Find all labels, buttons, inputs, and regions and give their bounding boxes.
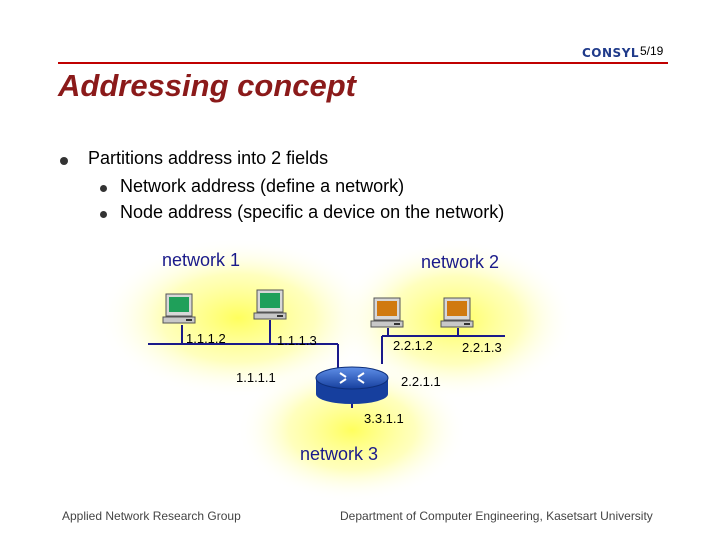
slide-title: Addressing concept [58,68,356,103]
computer-icon [440,297,474,328]
host-address-label: 1.1.1.3 [277,333,317,348]
bullet-main: Partitions address into 2 fields [88,148,329,168]
sub-bullet-network-address: Network address (define a network) [120,176,405,196]
footer-left: Applied Network Research Group [62,509,241,523]
computer-icon [253,289,287,320]
host-address-label: 2.2.1.3 [462,340,502,355]
network-1-glow [98,238,378,398]
router-port-label: 2.2.1.1 [401,374,441,389]
router-port-label: 1.1.1.1 [236,370,276,385]
sub-bullet-dot [100,211,107,218]
computer-icon [162,293,196,324]
sub-bullet-node-address: Node address (specific a device on the n… [120,202,505,222]
bullet-dot [60,157,68,165]
computer-icon [370,297,404,328]
consyl-logo: CONSYL [582,46,639,60]
router-icon [315,366,389,404]
host-address-label: 2.2.1.2 [393,338,433,353]
logo-text: CONSYL [582,46,640,60]
host-address-label: 1.1.1.2 [186,331,226,346]
network-2-label: network 2 [421,252,500,272]
network-1-label: network 1 [162,250,241,270]
network-3-glow [237,358,467,502]
footer-right: Department of Computer Engineering, Kase… [340,509,653,523]
router-port-label: 3.3.1.1 [364,411,404,426]
title-rule [58,62,668,64]
sub-bullet-dot [100,185,107,192]
network-3-label: network 3 [300,444,379,464]
slide-number: 5/19 [640,44,664,58]
